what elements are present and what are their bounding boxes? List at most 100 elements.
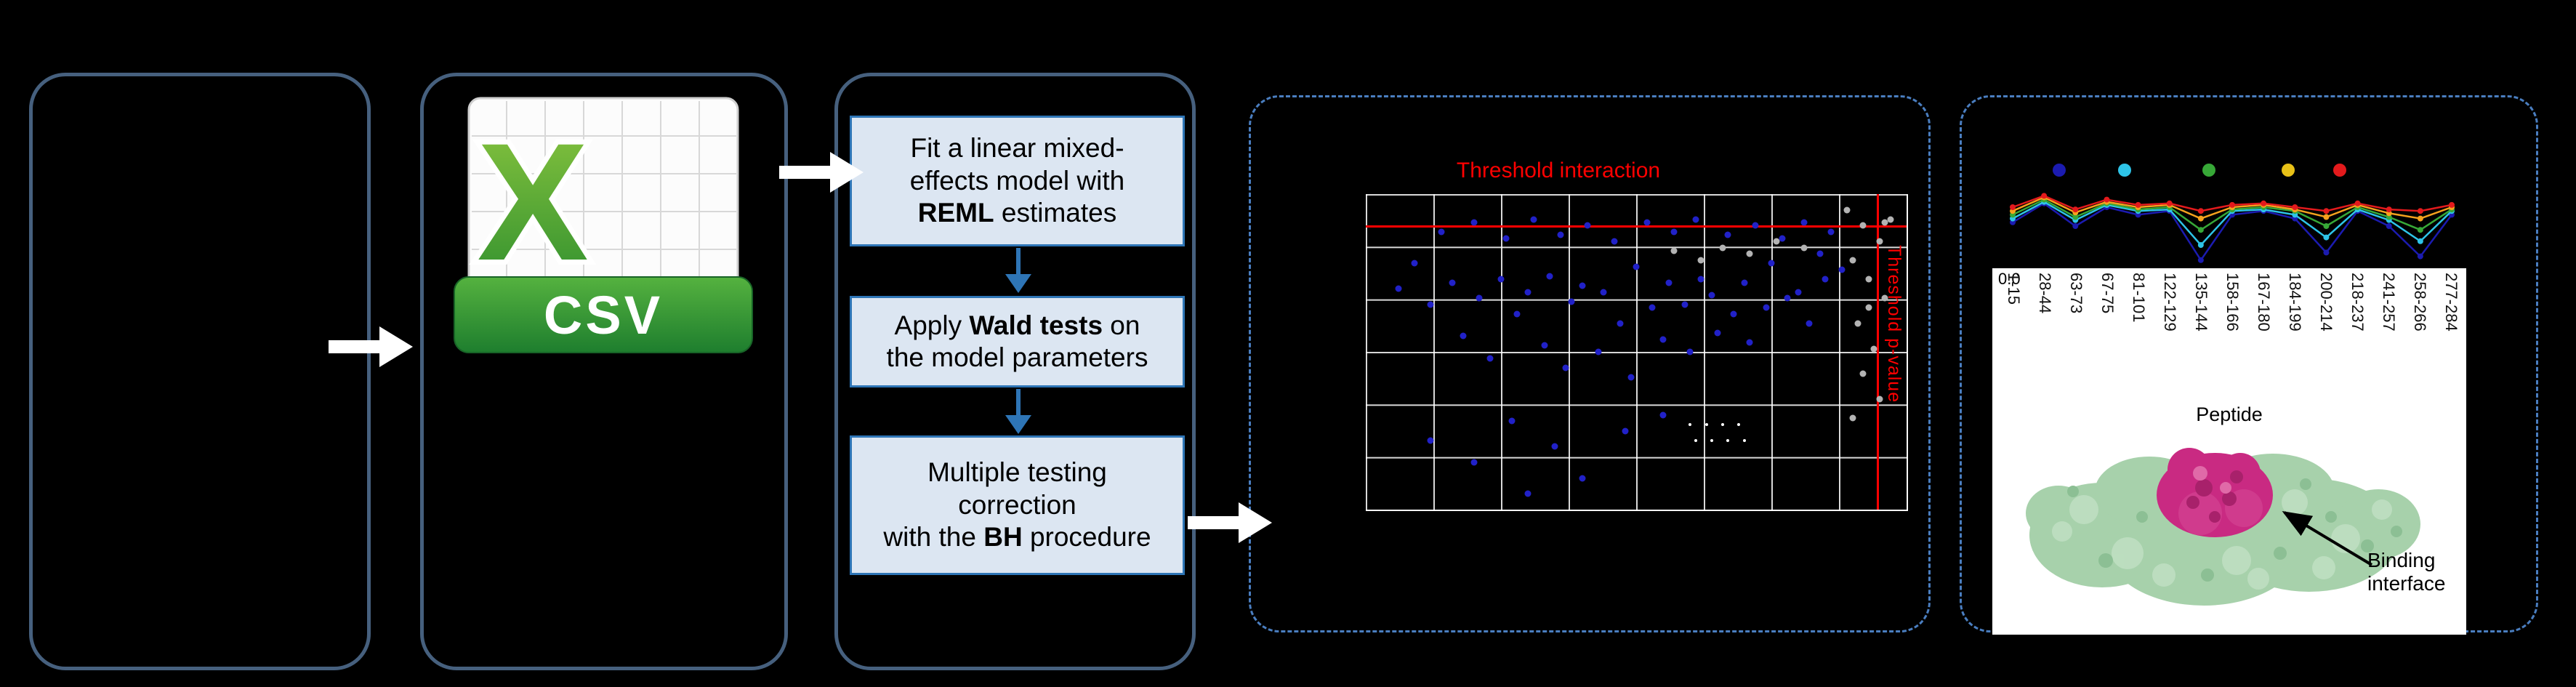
scatter-point-gray <box>1865 304 1872 311</box>
scatter-point-white <box>1742 438 1746 442</box>
scatter-point-blue <box>1627 374 1635 381</box>
scatter-point-blue <box>1530 216 1537 223</box>
scatter-point-gray <box>1800 244 1808 252</box>
threshold-pvalue-label: Threshold p-value <box>1884 245 1904 403</box>
protein-surface-highlights <box>2052 489 2392 590</box>
scatter-point-white <box>1721 422 1725 426</box>
scatter-point-blue <box>1752 222 1759 229</box>
scatter-point-blue <box>1502 235 1510 242</box>
scatter-point-blue <box>1622 427 1629 434</box>
scatter-point-blue <box>1665 279 1673 286</box>
scatter-point-blue <box>1714 329 1721 337</box>
scatter-point-blue <box>1546 273 1553 280</box>
scatter-point-blue <box>1438 228 1445 236</box>
scatter-point-blue <box>1611 238 1618 245</box>
scatter-point-white <box>1726 438 1730 442</box>
peptide-tick-label: 63-73 <box>2067 273 2085 314</box>
scatter-point-gray <box>1865 276 1872 283</box>
scatter-point-blue <box>1551 443 1558 450</box>
scatter-point-blue <box>1784 294 1791 302</box>
scatter-point-blue <box>1508 417 1516 425</box>
scatter-point-blue <box>1470 459 1478 466</box>
scatter-point-blue <box>1595 348 1602 355</box>
threshold-pvalue-line <box>1877 194 1880 510</box>
peptide-tick-label: 277-284 <box>2442 273 2460 332</box>
scatter-point-white <box>1737 422 1741 426</box>
binding-interface-label: Binding interface <box>2367 549 2446 595</box>
scatter-point-blue <box>1617 320 1624 327</box>
peptide-tick-label: 218-237 <box>2348 273 2367 332</box>
peptide-axis-title: Peptide <box>2196 403 2263 425</box>
scatter-point-blue <box>1476 294 1483 302</box>
scatter-point-blue <box>1827 228 1835 236</box>
white-arrow-icon <box>1188 502 1272 543</box>
panel-csv-file: X X CSV <box>420 73 788 670</box>
scatter-point-blue <box>1470 219 1478 226</box>
csv-label: CSV <box>544 285 663 345</box>
scatter-point-blue <box>1697 276 1704 283</box>
scatter-point-blue <box>1763 304 1770 311</box>
peptide-tick-label: 1-15 <box>2005 273 2023 305</box>
scatter-point-gray <box>1697 257 1704 264</box>
scatter-point-blue <box>1427 437 1434 444</box>
peptide-tick-label: 135-144 <box>2192 273 2210 332</box>
scatter-point-gray <box>1876 238 1883 245</box>
condition-legend-dot <box>2202 164 2215 177</box>
scatter-point-blue <box>1730 310 1737 318</box>
scatter-point-blue <box>1724 231 1731 238</box>
panel-scatter-plot: Threshold interaction Threshold p-value <box>1249 95 1931 632</box>
y-axis-tick-label: 0.0 <box>1998 270 2021 288</box>
scatter-point-blue <box>1800 219 1808 226</box>
down-arrow-icon <box>1005 389 1031 434</box>
scatter-point-blue <box>1524 289 1531 296</box>
scatter-point-white <box>1710 438 1714 442</box>
uptake-line-chart <box>1998 155 2466 271</box>
scatter-point-blue <box>1411 260 1418 267</box>
condition-legend-dot <box>2052 164 2066 177</box>
white-arrow-icon <box>779 152 864 193</box>
scatter-point-blue <box>1686 348 1694 355</box>
scatter-point-blue <box>1806 320 1813 327</box>
scatter-point-blue <box>1562 364 1569 371</box>
peptide-tick-label: 200-214 <box>2317 273 2335 332</box>
scatter-point-blue <box>1427 301 1434 308</box>
threshold-interaction-label: Threshold interaction <box>1456 158 1661 182</box>
scatter-point-gray <box>1887 216 1894 223</box>
scatter-point-gray <box>1859 222 1867 229</box>
scatter-point-blue <box>1816 250 1824 257</box>
scatter-point-gray <box>1859 370 1867 377</box>
scatter-point-gray <box>1670 247 1678 254</box>
scatter-point-gray <box>1719 244 1726 252</box>
scatter-point-blue <box>1524 490 1531 497</box>
protein-structure <box>2026 448 2420 606</box>
peptide-tick-label: 167-180 <box>2255 273 2273 332</box>
scatter-point-blue <box>1395 285 1402 292</box>
scatter-point-blue <box>1568 298 1575 305</box>
condition-legend-dot <box>2333 164 2347 177</box>
peptide-tick-label: 67-75 <box>2098 273 2117 314</box>
scatter-point-blue <box>1486 355 1494 362</box>
scatter-point-blue <box>1838 266 1846 273</box>
peptide-tick-label: 241-257 <box>2380 273 2398 332</box>
scatter-point-blue <box>1681 301 1689 308</box>
peptide-tick-label: 184-199 <box>2286 273 2304 332</box>
scatter-point-blue <box>1557 231 1564 238</box>
uptake-lines-svg <box>2010 193 2455 263</box>
scatter-point-blue <box>1708 292 1715 299</box>
scatter-point-gray <box>1876 395 1883 403</box>
scatter-point-blue <box>1579 475 1586 482</box>
peptide-tick-label: 81-101 <box>2130 273 2148 323</box>
scatter-point-gray <box>1870 345 1877 353</box>
scatter-point-gray <box>1849 257 1856 264</box>
scatter-point-blue <box>1497 276 1505 283</box>
scatter-point-blue <box>1795 289 1802 296</box>
scatter-point-blue <box>1633 263 1640 270</box>
scatter-point-blue <box>1460 332 1467 340</box>
scatter-point-blue <box>1670 228 1678 236</box>
